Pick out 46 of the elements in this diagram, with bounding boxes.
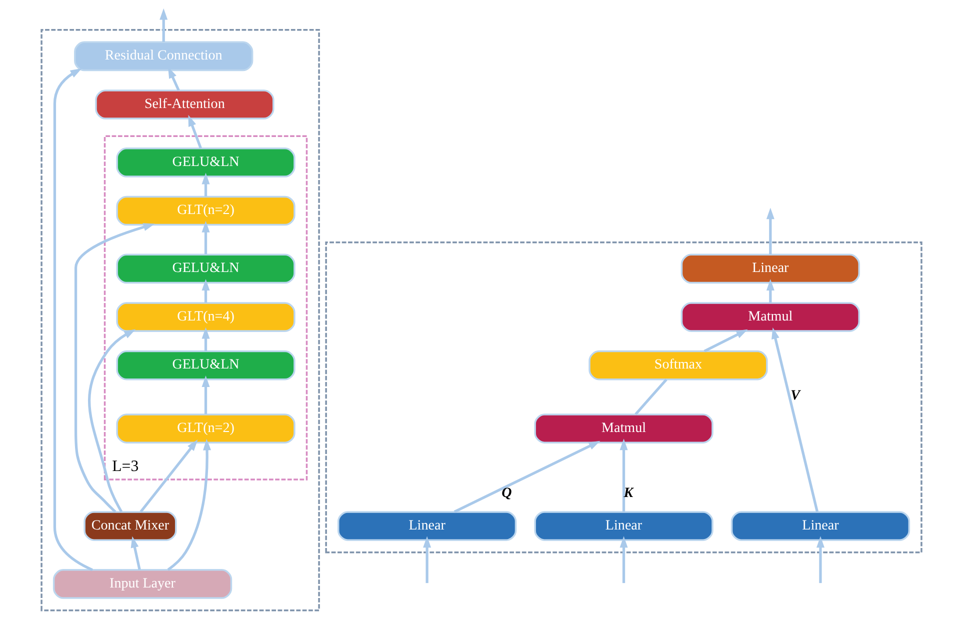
node-box: Concat Mixer (84, 511, 177, 541)
arrow (202, 220, 210, 254)
node-box: GLT(n=2) (116, 414, 296, 444)
arrow (188, 114, 202, 149)
node-box: Linear (680, 254, 860, 284)
edge-label: K (624, 484, 634, 501)
node-box: Residual Connection (74, 41, 254, 72)
arrow (167, 438, 212, 571)
edge-label: V (790, 387, 800, 404)
arrow (202, 172, 210, 197)
node-box: GLT(n=4) (116, 302, 296, 332)
connector (634, 378, 668, 416)
node-box: Linear (730, 511, 910, 541)
arrow (130, 536, 141, 570)
arrow (816, 536, 824, 584)
node-box: GELU&LN (116, 148, 296, 178)
node-box: Input Layer (52, 569, 232, 599)
cluster (40, 28, 320, 612)
arrow (88, 329, 136, 512)
node-box: Linear (534, 511, 714, 541)
node-box: GLT(n=2) (116, 196, 296, 226)
arrow (202, 279, 210, 303)
arrow (53, 68, 94, 572)
node-box: Softmax (588, 350, 768, 380)
arrow (160, 8, 168, 42)
node-box: GELU&LN (116, 254, 296, 284)
cluster (325, 241, 922, 554)
arrow (766, 279, 774, 303)
edge-label: Q (502, 484, 512, 501)
arrow (168, 66, 180, 91)
arrow (140, 439, 198, 513)
arrow (766, 208, 774, 254)
arrow (620, 536, 628, 584)
arrow (704, 329, 748, 352)
arrow (202, 376, 210, 414)
node-box: GELU&LN (116, 350, 296, 380)
node-box: Linear (337, 511, 517, 541)
arrow (423, 536, 432, 584)
arrow (620, 438, 628, 512)
node-box: Matmul (680, 302, 860, 332)
arrow (202, 327, 210, 352)
node-box: Matmul (534, 414, 714, 444)
node-box: Self-Attention (95, 90, 274, 120)
arrow (454, 440, 600, 513)
arrow (74, 223, 155, 513)
arrow (772, 327, 819, 512)
